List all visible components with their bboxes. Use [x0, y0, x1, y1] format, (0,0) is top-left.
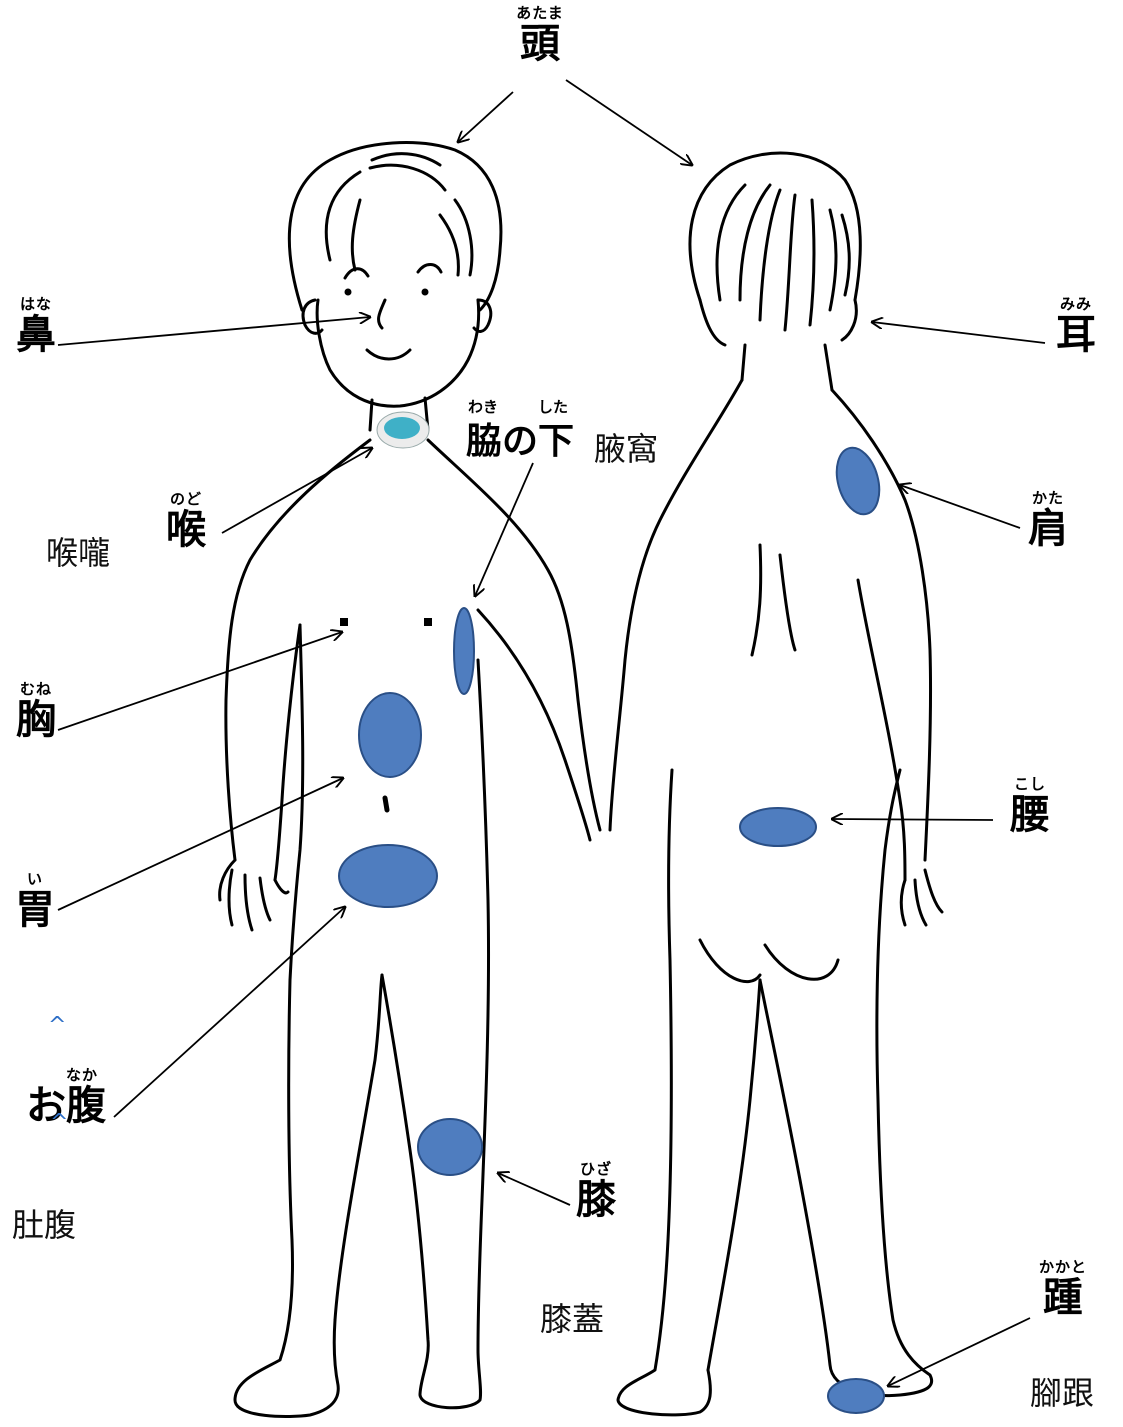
label-head: あたま 頭 [507, 4, 573, 66]
back-figure [610, 153, 942, 1415]
caret-mark: ^ [48, 1013, 66, 1038]
label-armpit: わき した 脇の下 [466, 396, 586, 462]
label-knee: ひざ 膝 [568, 1160, 624, 1222]
nose-arrow [58, 317, 370, 345]
label-chest: むね 胸 [6, 680, 66, 742]
shoulder-arrow [900, 485, 1020, 528]
armpit-arrow [475, 463, 533, 596]
label-armpit-alt: 腋窩 [594, 424, 658, 470]
shoulder-marker [830, 443, 886, 519]
label-stomach: い 胃 [10, 870, 60, 932]
label-nose: はな 鼻 [8, 295, 64, 357]
front-figure [220, 143, 600, 1417]
heel-arrow [888, 1318, 1030, 1386]
label-heel: かかと 踵 [1030, 1258, 1096, 1320]
label-throat-alt: 喉嚨 [46, 528, 110, 574]
waist-marker [740, 808, 816, 846]
throat-arrow [222, 448, 372, 533]
head-arrow-back [566, 80, 692, 165]
chest-arrow [58, 632, 342, 730]
armpit-marker [454, 608, 474, 694]
caret-mark: ^ [50, 1110, 68, 1135]
front-face [317, 300, 479, 406]
knee-arrow [498, 1173, 570, 1205]
waist-arrow [832, 819, 993, 820]
belly-arrow [114, 907, 345, 1117]
label-shoulder: かた 肩 [1018, 489, 1078, 551]
label-belly-alt: 肚腹 [12, 1200, 76, 1246]
label-ear: みみ 耳 [1046, 295, 1106, 357]
label-waist: こし 腰 [1000, 775, 1060, 837]
chest-marker [359, 693, 421, 777]
heel-marker [828, 1379, 884, 1413]
belly-marker [339, 845, 437, 907]
arrows [58, 80, 1045, 1386]
label-throat: のど 喉 [158, 490, 214, 552]
knee-marker [418, 1119, 482, 1175]
ear-arrow [872, 322, 1045, 343]
label-heel-alt: 腳跟 [1030, 1368, 1094, 1414]
head-arrow-front [458, 92, 513, 142]
label-knee-alt: 膝蓋 [540, 1294, 604, 1340]
